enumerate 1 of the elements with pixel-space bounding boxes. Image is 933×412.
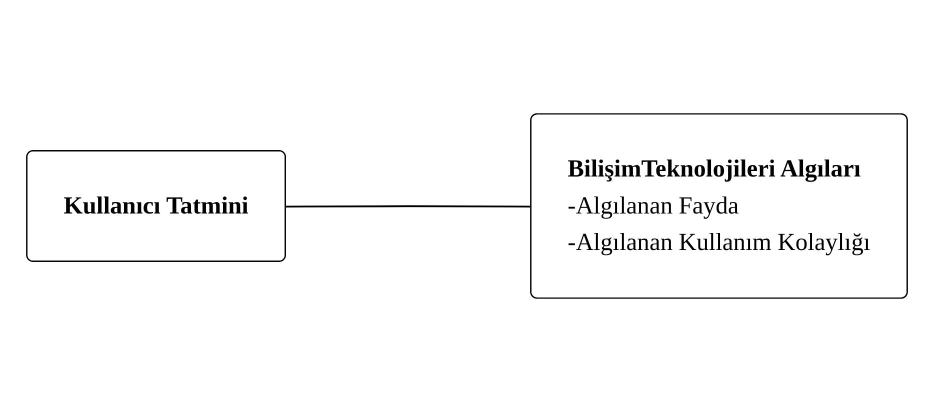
connector [285,205,531,208]
